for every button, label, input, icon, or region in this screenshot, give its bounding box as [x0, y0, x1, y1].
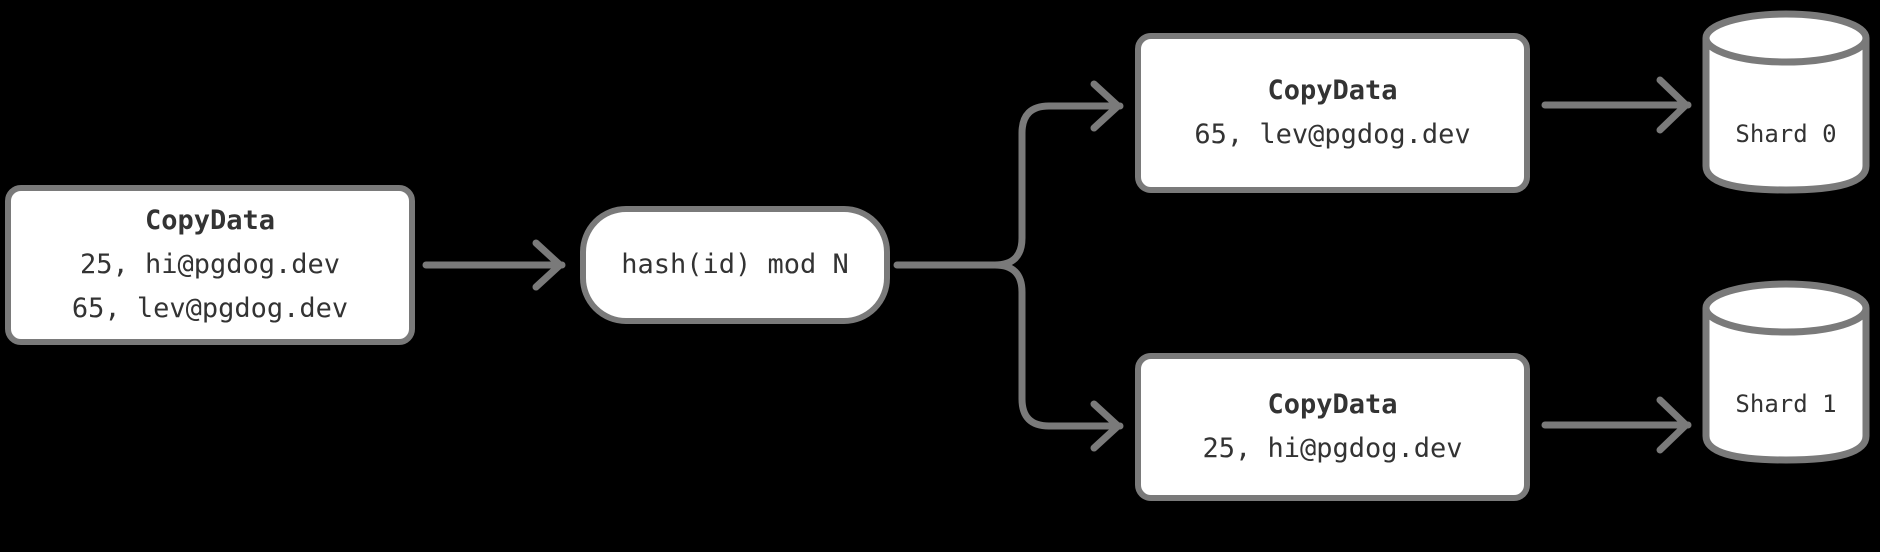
node-hash-label: hash(id) mod N: [621, 249, 849, 280]
node-hash-function[interactable]: hash(id) mod N: [580, 206, 890, 324]
edge-shard1-data-to-shard1: [1541, 396, 1692, 454]
node-source-row-0: 25, hi@pgdog.dev: [79, 249, 341, 280]
node-shard1-row-0: 25, hi@pgdog.dev: [1202, 433, 1463, 464]
edge-hash-to-shard1-data: [991, 261, 1124, 452]
node-shard0-copydata[interactable]: CopyData 65, lev@pgdog.dev: [1135, 33, 1530, 193]
database-shard-0[interactable]: Shard 0: [1700, 8, 1872, 196]
node-source-row-1: 65, lev@pgdog.dev: [71, 293, 349, 324]
database-cylinder-icon: [1702, 280, 1870, 464]
database-shard-1-label: Shard 1: [1735, 390, 1837, 418]
node-shard0-row-0: 65, lev@pgdog.dev: [1194, 119, 1471, 150]
node-shard0-title: CopyData: [1267, 75, 1398, 106]
edge-shard0-data-to-shard0: [1541, 76, 1692, 134]
database-cylinder-icon: [1702, 10, 1870, 194]
database-shard-1[interactable]: Shard 1: [1700, 278, 1872, 466]
node-shard1-title: CopyData: [1267, 389, 1398, 420]
node-source-copydata[interactable]: CopyData 25, hi@pgdog.dev 65, lev@pgdog.…: [5, 185, 415, 345]
edge-hash-to-shard0-data: [991, 80, 1124, 269]
edge-source-to-hash: [422, 239, 566, 291]
node-shard1-copydata[interactable]: CopyData 25, hi@pgdog.dev: [1135, 353, 1530, 501]
database-shard-0-label: Shard 0: [1735, 120, 1837, 148]
node-source-title: CopyData: [144, 205, 276, 236]
